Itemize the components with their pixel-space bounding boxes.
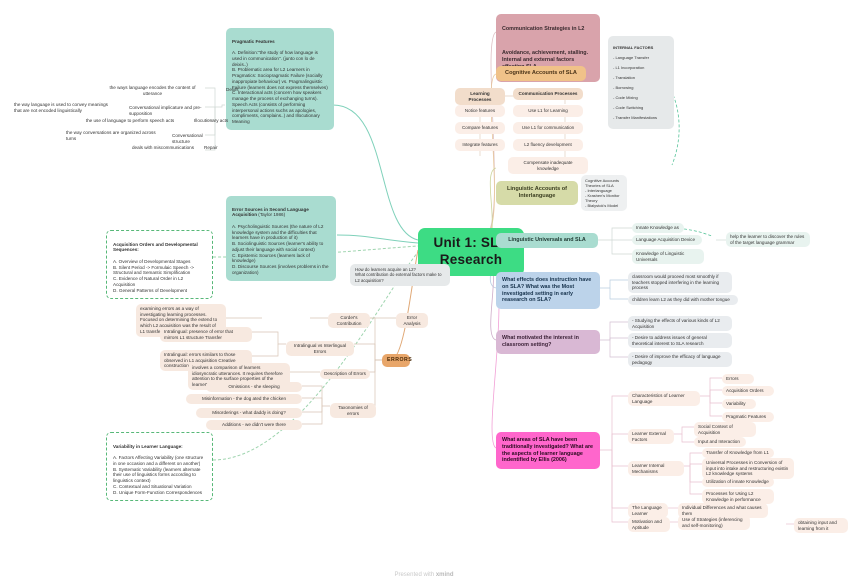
cognitive-col-0-item-2: Integrate features xyxy=(455,139,505,151)
errors-branch-tag-2[interactable]: Description of Errors xyxy=(320,369,370,379)
ellis-branch-1-child-0: Social Context of Acquisition xyxy=(694,422,756,438)
linguistic-universals-item-2: Knowledge of Linguistic Universals xyxy=(632,249,704,265)
footer-attribution: Presented with xmind xyxy=(0,572,848,578)
linguistic-universals-topic[interactable]: Linguistic Universals and SLA xyxy=(496,233,598,248)
ellis-branch-0-child-3: Pragmatic Features xyxy=(722,412,774,422)
ellis-branch-3-child-0: Individual Differences and what causes t… xyxy=(678,503,768,519)
instruction-question-card[interactable]: What effects does instruction have on SL… xyxy=(496,272,600,309)
pragmatics-leaf-tag-2: Illocutionary acts xyxy=(194,118,229,123)
linguistic-universals-item-1: Language Acquisition Device xyxy=(632,235,702,245)
internal-factors-item-0: - Language Transfer xyxy=(613,55,650,60)
internal-factors-item-1: - L1 Incorporation xyxy=(613,65,645,70)
motivation-answer-1: - Desire to address issues of general th… xyxy=(628,333,732,349)
instruction-answer-0: classroom would proceed most smoothly if… xyxy=(628,272,732,294)
ellis-branch-0-child-1: Acquisition Orders xyxy=(722,386,774,396)
variability-card[interactable]: Variability in Learner Language: A. Fact… xyxy=(106,432,213,502)
cognitive-col-0-item-0: Notice features xyxy=(455,105,505,117)
motivation-answer-0: - Studying the effects of various kinds … xyxy=(628,316,732,332)
communication-strategies-title: Communication Strategies in L2 xyxy=(502,25,585,32)
cognitive-col-1-item-2: L2 fluency development xyxy=(513,139,583,151)
ellis-branch-0-child-0: Errors xyxy=(722,374,754,384)
motivation-question-card[interactable]: What motivated the interest in classroom… xyxy=(496,330,600,354)
pragmatics-leaf-tag-0: Deixis xyxy=(226,87,239,92)
pragmatics-leaf-desc-3: the way conversations are organized acro… xyxy=(66,130,156,141)
linguistic-universals-item-0: Innate Knowledge as xyxy=(632,223,684,233)
errors-branch-tag-0[interactable]: Error Analysis xyxy=(396,313,428,329)
cognitive-col-header-0: Learning Processes xyxy=(455,88,505,106)
linguistic-universals-note: help the learner to discover the rules o… xyxy=(726,232,810,248)
internal-factors-title: INTERNAL FACTORS xyxy=(613,45,654,50)
linguistic-accounts-note: Cognitive Accounts Theories of SLA - Int… xyxy=(581,175,627,211)
pragmatic-features-body: A. Definition:"the study of how language… xyxy=(232,50,328,125)
ellis-branch-2-child-0: Transfer of Knowledge from L1 xyxy=(702,448,774,458)
instruction-answer-1: children learn L2 as they did with mothe… xyxy=(628,295,738,305)
errors-branch-sub-0[interactable]: Corder's Contribution xyxy=(328,313,370,329)
ellis-branch-2-child-3: Processes for Using L2 Knowledge in perf… xyxy=(702,489,774,505)
footer-brand: xmind xyxy=(435,572,454,578)
ellis-branch-0[interactable]: Characteristics of Learner Language xyxy=(628,391,700,407)
pragmatics-leaf-tag-1: Conversational implicature and pre-suppo… xyxy=(129,105,202,116)
errors-branch-detail-1-0: Intralingual: presence of error that mir… xyxy=(160,327,252,343)
linguistic-accounts-topic[interactable]: Linguistic Accounts of Interlanguage xyxy=(496,181,578,205)
motivation-answer-2: - Desire of improve the efficacy of lang… xyxy=(628,352,732,368)
ellis-question-card[interactable]: What areas of SLA have been traditionall… xyxy=(496,432,600,469)
footer-prefix: Presented with xyxy=(394,572,435,578)
errors-branch-detail-3-3: Additions - we didn't were there xyxy=(206,420,302,430)
ellis-branch-4-trailing: obtaining input and learning from it xyxy=(794,518,848,534)
pragmatic-features-card[interactable]: Pragmatic Features A. Definition:"the st… xyxy=(226,28,334,130)
ellis-branch-2-child-1: Universal Processes in Conversion of inp… xyxy=(702,458,794,480)
internal-factors-item-2: - Translation xyxy=(613,75,636,80)
variability-body: A. Factors Affecting Variability (one st… xyxy=(113,455,204,495)
cognitive-col-0-item-1: Compare features xyxy=(455,122,505,134)
central-note: How do learners acquire an L2? What cont… xyxy=(350,264,450,287)
pragmatics-leaf-desc-0: the ways language encodes the content of… xyxy=(109,85,196,96)
error-sources-title: Error Sources in Second Language Acquisi… xyxy=(232,206,309,218)
pragmatics-leaf-desc-2: the use of language to perform speech ac… xyxy=(85,118,175,123)
error-sources-card[interactable]: Error Sources in Second Language Acquisi… xyxy=(226,196,336,281)
pragmatics-leaf-tag-4: Repair xyxy=(204,145,218,150)
ellis-branch-4[interactable]: Motivation and Aptitude xyxy=(628,517,670,533)
cognitive-col-1-item-3: Compensate inadequate knowledge xyxy=(508,157,588,175)
ellis-branch-3[interactable]: The Language Learner xyxy=(628,503,668,519)
pragmatic-features-title: Pragmatic Features xyxy=(232,38,275,44)
ellis-branch-2[interactable]: Learner Internal Mechanisms xyxy=(628,461,684,477)
ellis-branch-1[interactable]: Learner External Factors xyxy=(628,429,674,445)
errors-branch-detail-3-0: Omissions - she sleeping xyxy=(206,382,302,392)
errors-branch-tag-3[interactable]: Taxonomies of errors xyxy=(330,403,376,419)
error-sources-body: A. Psycholinguistic Sources (the nature … xyxy=(232,223,329,275)
errors-branch-tag-1[interactable]: Intralingual vs Interlingual Errors xyxy=(286,341,354,357)
errors-branch-detail-3-1: Misinformation - the dog ated the chicke… xyxy=(186,394,302,404)
pragmatics-leaf-desc-1: the way language is used to convey meani… xyxy=(14,102,108,113)
acquisition-orders-body: A. Overview of Developmental Stages B. S… xyxy=(113,258,194,293)
cognitive-accounts-topic[interactable]: Cognitive Accounts of SLA xyxy=(496,66,586,81)
errors-branch-detail-3-2: Misorderings - what daddy is doing? xyxy=(196,408,302,418)
ellis-branch-0-child-2: Variability xyxy=(722,399,756,409)
acquisition-orders-title: Acquisition Orders and Developmental Seq… xyxy=(113,241,198,253)
ellis-branch-4-child-0: Use of Strategies (inferencing and self-… xyxy=(678,515,750,531)
internal-factors-item-6: - Transfer Manifestations xyxy=(613,115,658,120)
errors-topic[interactable]: ERRORS xyxy=(382,354,412,367)
cognitive-col-1-item-1: Use L1 for communication xyxy=(513,122,583,134)
cognitive-col-header-1: Communication Processes xyxy=(513,88,583,100)
acquisition-orders-card[interactable]: Acquisition Orders and Developmental Seq… xyxy=(106,230,213,300)
internal-factors-item-5: - Code Switching xyxy=(613,105,644,110)
internal-factors-item-4: - Code Mixing xyxy=(613,95,638,100)
ellis-branch-1-child-1: Input and Interaction xyxy=(694,437,746,447)
variability-title: Variability in Learner Language: xyxy=(113,443,183,449)
internal-factors-item-3: - Borrowing xyxy=(613,85,634,90)
internal-factors-card: INTERNAL FACTORS - Language Transfer - L… xyxy=(608,36,674,129)
ellis-branch-2-child-2: Utilization of innate Knowledge xyxy=(702,477,774,487)
pragmatics-leaf-desc-4: deals with miscommunications xyxy=(131,145,194,150)
pragmatics-leaf-tag-3: Conversational structure xyxy=(172,133,203,144)
cognitive-col-1-item-0: Use L1 for Learning xyxy=(513,105,583,117)
